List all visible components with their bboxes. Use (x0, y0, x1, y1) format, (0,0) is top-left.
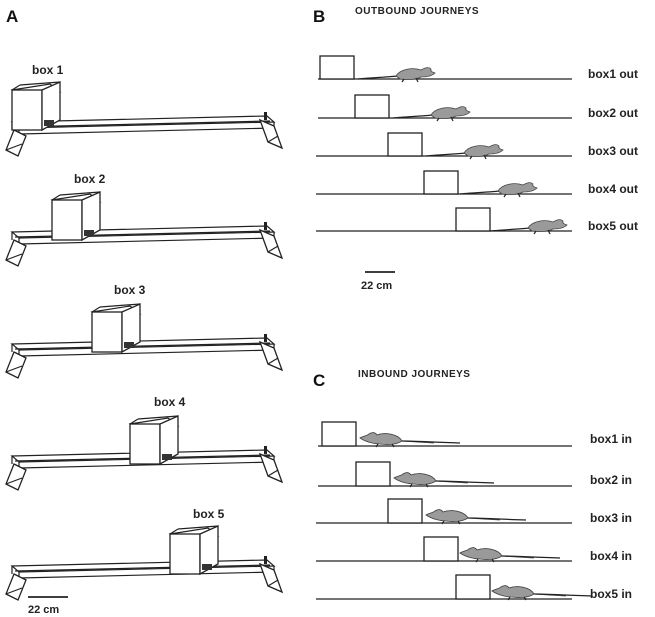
apparatus-box-5 (169, 525, 219, 575)
inbound-row-1: box1 in (318, 421, 632, 448)
panel-a: A box 1 box 2 box 3 box 4 box 5 22 cm (5, 7, 283, 616)
panel-letter-c: C (313, 371, 325, 390)
inbound-row-3: box3 in (316, 498, 632, 525)
panel-b: B OUTBOUND JOURNEYS box1 out box2 out bo… (313, 6, 638, 292)
track-apparatus-2 (5, 221, 283, 267)
inbound-label-5: box5 in (590, 587, 632, 601)
inbound-label-4: box4 in (590, 549, 632, 563)
panel-c: C INBOUND JOURNEYS box1 in box2 in box3 … (313, 369, 632, 601)
inbound-label-2: box2 in (590, 473, 632, 487)
inbound-row-4: box4 in (316, 536, 632, 563)
panel-letter-b: B (313, 7, 325, 26)
inbound-label-3: box3 in (590, 511, 632, 525)
outbound-label-5: box5 out (588, 219, 638, 233)
outbound-row-1: box1 out (318, 55, 638, 83)
inbound-label-1: box1 in (590, 432, 632, 446)
panel-b-heading: OUTBOUND JOURNEYS (355, 6, 479, 17)
apparatus-box-1 (11, 81, 61, 131)
outbound-row-3: box3 out (316, 132, 638, 160)
apparatus-box-3 (91, 303, 141, 353)
outbound-label-4: box4 out (588, 182, 638, 196)
scale-label-b: 22 cm (361, 280, 392, 292)
outbound-row-5: box5 out (316, 207, 638, 235)
box-label-1: box 1 (32, 63, 64, 77)
scale-label-a: 22 cm (28, 604, 59, 616)
outbound-label-1: box1 out (588, 67, 638, 81)
box-label-2: box 2 (74, 172, 106, 186)
inbound-row-5: box5 in (316, 574, 632, 601)
apparatus-box-4 (129, 415, 179, 465)
inbound-row-2: box2 in (318, 461, 632, 488)
outbound-label-2: box2 out (588, 106, 638, 120)
track-apparatus-3 (5, 333, 283, 379)
panel-c-heading: INBOUND JOURNEYS (358, 369, 470, 380)
outbound-row-2: box2 out (318, 94, 638, 122)
box-label-5: box 5 (193, 507, 225, 521)
box-label-4: box 4 (154, 395, 186, 409)
box-label-3: box 3 (114, 283, 146, 297)
panel-letter-a: A (6, 7, 18, 26)
track-apparatus-5 (5, 555, 283, 601)
outbound-row-4: box4 out (316, 170, 638, 198)
outbound-label-3: box3 out (588, 144, 638, 158)
apparatus-box-2 (51, 191, 101, 241)
